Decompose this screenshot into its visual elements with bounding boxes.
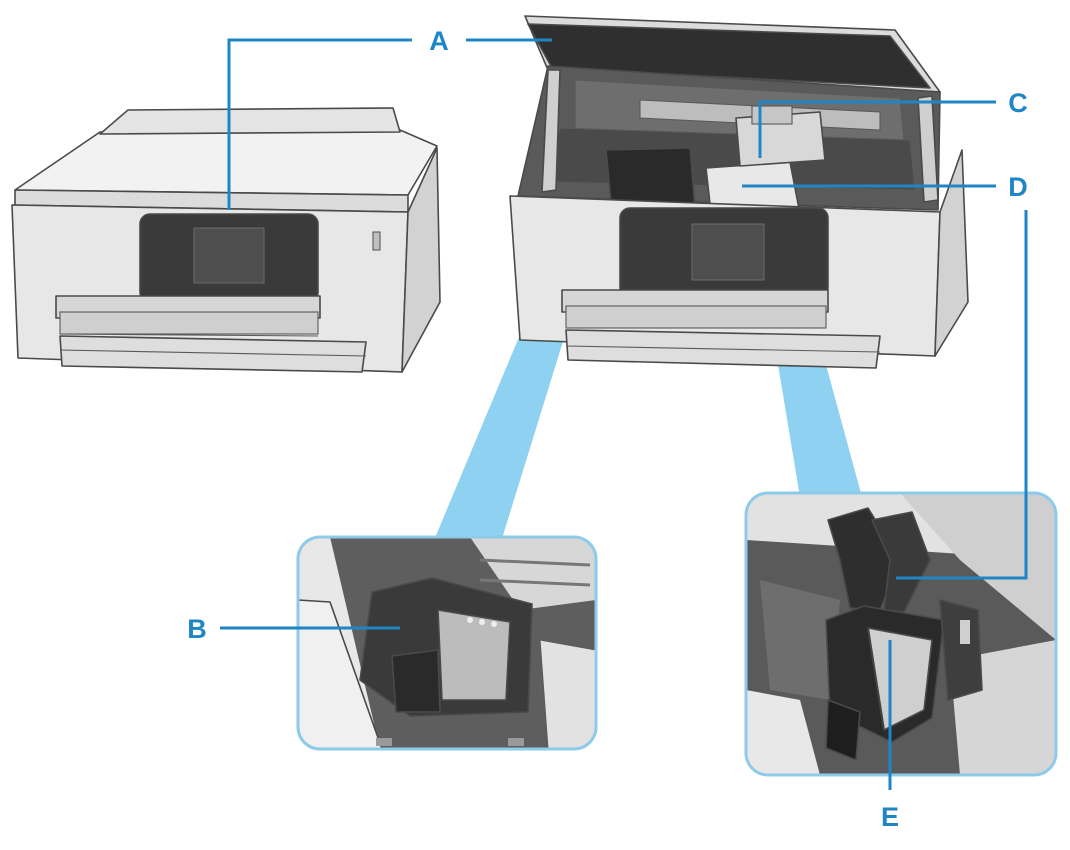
leader-a <box>227 38 412 210</box>
inset-print-head <box>744 491 1058 777</box>
printer-open <box>509 15 969 369</box>
inset-b-border <box>296 535 598 751</box>
callout-e: E <box>881 802 899 832</box>
callout-labels: A B C D E <box>187 26 1028 832</box>
leader-c <box>758 100 996 158</box>
callout-d: D <box>1008 172 1028 202</box>
touch-screen-closed <box>193 227 265 284</box>
inset-e-border <box>744 491 1058 777</box>
touch-screen-open <box>691 223 765 281</box>
callout-a: A <box>429 26 449 56</box>
leader-lines <box>220 38 1028 790</box>
leader-d-inset <box>896 210 1028 580</box>
callout-b: B <box>187 614 207 644</box>
inset-print-head-holder <box>296 535 598 751</box>
printer-closed <box>11 107 441 373</box>
callout-c: C <box>1008 88 1028 118</box>
